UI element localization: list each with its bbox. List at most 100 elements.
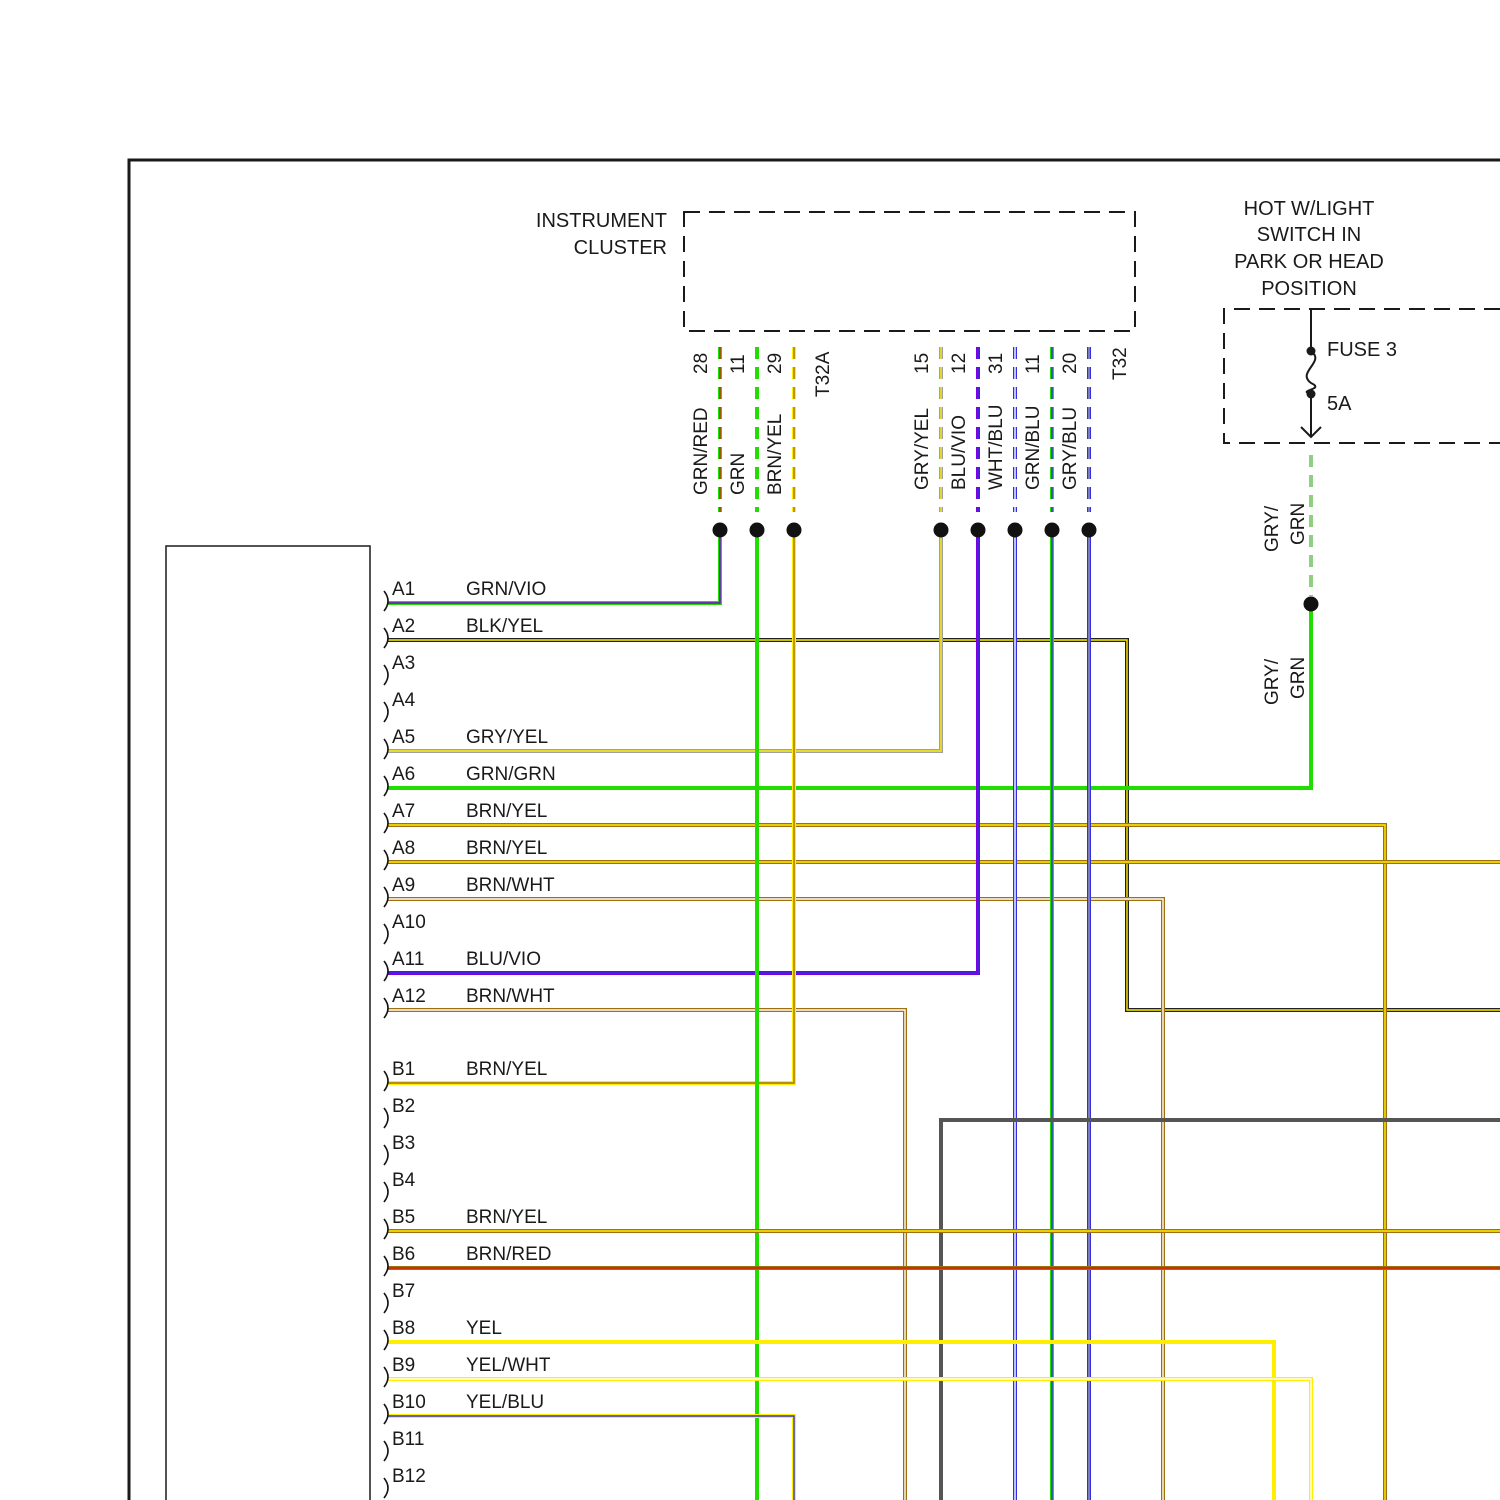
fuse-terminal-bottom [1307, 390, 1316, 399]
splice-dot-3 [787, 523, 802, 538]
pin-color-a12: BRN/WHT [466, 986, 555, 1007]
wire-b10 [388, 1416, 794, 1500]
connector-t32: T32 [1110, 347, 1131, 380]
pin-id-b7: B7 [392, 1281, 415, 1302]
wires [388, 347, 1500, 1500]
pin-id-a8: A8 [392, 838, 415, 859]
pin-bracket-a11 [384, 961, 388, 981]
fuse-wire-lower-2: GRN [1288, 657, 1309, 699]
cluster-pin-20-right: 20 [1060, 353, 1081, 374]
pin-bracket-b9 [384, 1367, 388, 1387]
pin-bracket-b8 [384, 1330, 388, 1350]
module-box [166, 546, 370, 1500]
cluster-pin-29-left: 29 [765, 353, 786, 374]
pin-color-a1: GRN/VIO [466, 579, 546, 600]
cluster-pin-31-right: 31 [986, 353, 1007, 374]
splice-dot-8 [1082, 523, 1097, 538]
pin-id-a2: A2 [392, 616, 415, 637]
pin-color-b5: BRN/YEL [466, 1207, 547, 1228]
pin-bracket-a10 [384, 924, 388, 944]
pin-color-a5: GRY/YEL [466, 727, 548, 748]
pin-color-a6: GRN/GRN [466, 764, 556, 785]
pin-id-a4: A4 [392, 690, 416, 711]
pin-id-a9: A9 [392, 875, 415, 896]
pin-bracket-a5 [384, 739, 388, 759]
fuse-symbol [1301, 309, 1321, 437]
pin-bracket-b11 [384, 1441, 388, 1461]
pin-bracket-a12 [384, 998, 388, 1018]
pin-bracket-b6 [384, 1256, 388, 1276]
hot-note-line-3: PARK OR HEAD [1234, 251, 1384, 273]
splice-dot-1 [713, 523, 728, 538]
pin-bracket-a6 [384, 776, 388, 796]
connector-t32a: T32A [813, 351, 834, 397]
fuse-wire-lower-1: GRY/ [1262, 658, 1283, 705]
pin-id-b1: B1 [392, 1059, 415, 1080]
pin-color-b9: YEL/WHT [466, 1355, 551, 1376]
cluster-wire-color-2-right: WHT/BLU [986, 405, 1007, 491]
instrument-cluster-title-1: INSTRUMENT [536, 210, 667, 232]
pin-bracket-a8 [384, 850, 388, 870]
cluster-wire-color-3-right: GRN/BLU [1023, 406, 1044, 490]
pin-bracket-a7 [384, 813, 388, 833]
cluster-pin-11-right: 11 [1023, 354, 1044, 374]
splice-dot-7 [1045, 523, 1060, 538]
cluster-wire-color-0-left: GRN/RED [691, 407, 712, 495]
pin-id-a10: A10 [392, 912, 426, 933]
cluster-wire-color-0-right: GRY/YEL [912, 408, 933, 490]
pin-color-a11: BLU/VIO [466, 949, 541, 970]
pin-id-b8: B8 [392, 1318, 415, 1339]
fuse-name: FUSE 3 [1327, 339, 1397, 361]
pin-id-a3: A3 [392, 653, 415, 674]
fuse-box [1224, 309, 1500, 443]
pin-id-a7: A7 [392, 801, 415, 822]
fuse-wire-upper-2: GRN [1288, 503, 1309, 545]
pin-color-a2: BLK/YEL [466, 616, 543, 637]
pin-id-b11: B11 [392, 1429, 424, 1450]
pin-bracket-a4 [384, 702, 388, 722]
pin-id-b10: B10 [392, 1392, 426, 1413]
pin-id-a11: A11 [392, 949, 424, 970]
pin-id-b3: B3 [392, 1133, 415, 1154]
wire-gry-941 [941, 1120, 1500, 1500]
pin-id-b12: B12 [392, 1466, 426, 1487]
instrument-cluster-title-2: CLUSTER [574, 237, 667, 259]
cluster-pin-28-left: 28 [691, 353, 712, 374]
instrument-cluster-box [684, 212, 1135, 331]
cluster-pin-11-left: 11 [728, 354, 749, 374]
splice-dot-2 [750, 523, 765, 538]
pin-color-b10: YEL/BLU [466, 1392, 544, 1413]
pin-bracket-a3 [384, 665, 388, 685]
cluster-pin-12-right: 12 [949, 353, 970, 374]
pin-color-b8: YEL [466, 1318, 502, 1339]
pin-id-b5: B5 [392, 1207, 415, 1228]
pin-id-b6: B6 [392, 1244, 415, 1265]
pin-bracket-b7 [384, 1293, 388, 1313]
pin-bracket-a2 [384, 628, 388, 648]
cluster-wire-color-1-left: GRN [728, 453, 749, 495]
pin-id-a5: A5 [392, 727, 415, 748]
pin-bracket-b3 [384, 1145, 388, 1165]
pin-color-b6: BRN/RED [466, 1244, 552, 1265]
pin-bracket-b1 [384, 1071, 388, 1091]
pin-id-a6: A6 [392, 764, 415, 785]
splice-dot-fuse [1304, 597, 1319, 612]
pin-color-a7: BRN/YEL [466, 801, 547, 822]
cluster-wire-color-4-right: GRY/BLU [1060, 407, 1081, 490]
pin-color-a8: BRN/YEL [466, 838, 547, 859]
pin-id-b4: B4 [392, 1170, 416, 1191]
hot-note-line-1: HOT W/LIGHT [1244, 198, 1375, 220]
pin-id-b2: B2 [392, 1096, 415, 1117]
pin-bracket-a1 [384, 591, 388, 611]
hot-note-line-2: SWITCH IN [1257, 224, 1361, 246]
cluster-pin-15-right: 15 [912, 353, 933, 374]
wire-b1 [388, 530, 794, 1083]
splice-dot-6 [1008, 523, 1023, 538]
pin-bracket-b12 [384, 1478, 388, 1498]
cluster-wire-color-1-right: BLU/VIO [949, 415, 970, 490]
pin-bracket-b4 [384, 1182, 388, 1202]
pin-color-b1: BRN/YEL [466, 1059, 547, 1080]
fuse-rating: 5A [1327, 393, 1352, 415]
